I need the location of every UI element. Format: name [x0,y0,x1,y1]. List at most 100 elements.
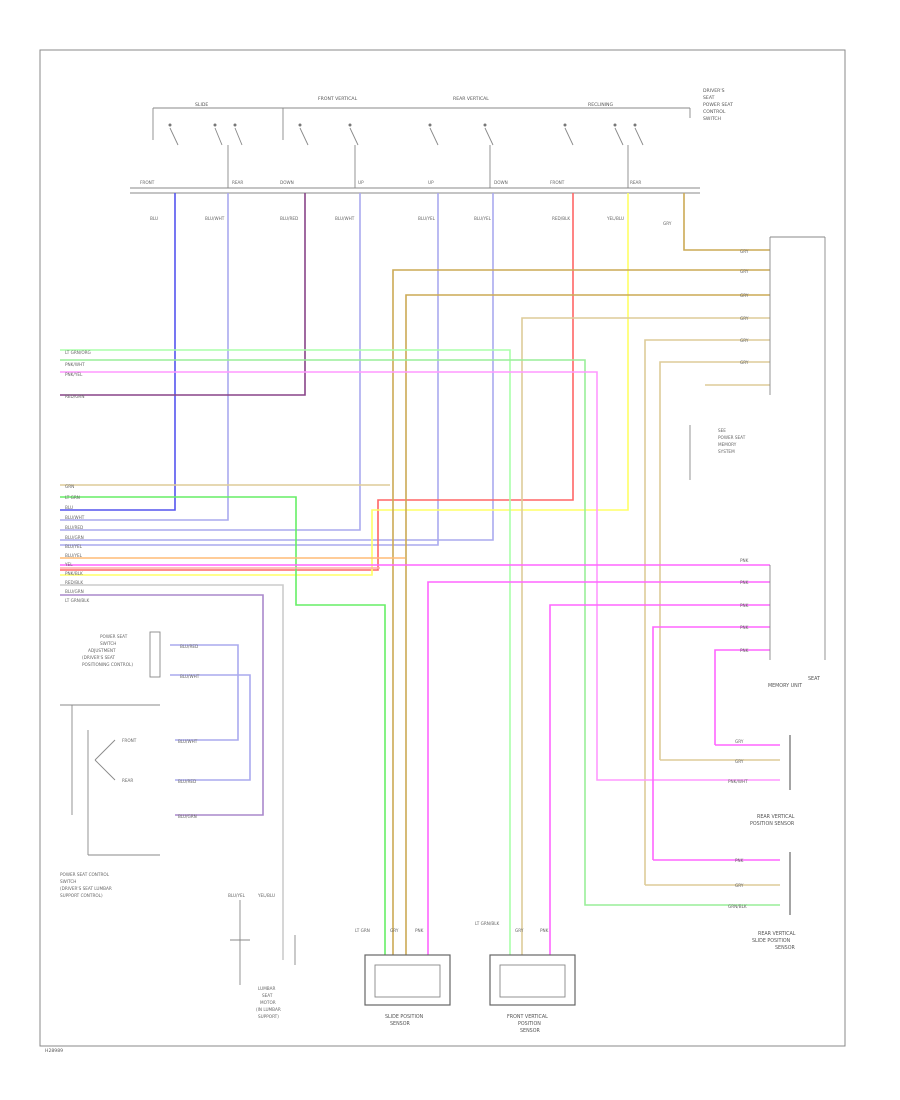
front-sensor-title-3: SENSOR [520,1028,540,1034]
wire-blu-wht [60,193,229,521]
position-switch-wire-1: BLU/RED [180,644,198,649]
left-wire-label-2: PNK/WHT [65,362,85,367]
slide-sensor-title-2: SENSOR [390,1021,410,1027]
lumbar-title-2: SWITCH [60,879,76,884]
front-sensor-title-2: POSITION [518,1021,541,1027]
memory-wire-3: GRY [740,293,749,298]
left-mid-label-1: GRN [65,484,74,489]
unit-label-1: SEE [718,428,726,433]
switch-wire-6: BLU/YEL [474,216,492,221]
lumbar-title-4: SUPPORT CONTROL) [60,893,103,898]
wire-gry-2 [392,269,770,955]
wire-gry [683,193,770,251]
wire-gry-4 [521,317,770,955]
switch-wire-8: YEL/BLU [606,216,624,221]
slide-sensor-wire-1: LT GRN [355,928,370,933]
slide-sensor-wire-2: GRY [390,928,399,933]
switch-title-line-4: CONTROL [703,109,726,115]
wire-lt-grn-org [60,349,511,955]
rear-vertical-title-2: POSITION SENSOR [750,821,795,827]
wire-pnk-3 [652,626,770,860]
position-switch-title-1: POWER SEAT [100,634,128,639]
memory-unit-title-2: MEMORY UNIT [768,683,802,689]
motor-title-5: SUPPORT) [258,1014,279,1019]
left-mid-label-10: PNK/BLK [65,571,83,576]
diagram-code: H28989 [45,1048,63,1054]
switch-wire-2: BLU/WHT [205,216,225,221]
switch-wire-3: BLU/RED [280,216,298,221]
wire-blu-yel [60,193,439,546]
left-mid-label-8: BLU/YEL [65,553,83,558]
memory-unit-title-1: SEAT [808,676,820,682]
wire-gry-3 [405,294,770,955]
motor-title-3: MOTOR [260,1000,276,1005]
lumbar-wire-3: BLU/RED [178,779,196,784]
motor-title-2: SEAT [262,993,273,998]
wire-blu-red [60,193,306,396]
rear-vertical-position-sensor: GRY GRY PNK/WHT REAR VERTICAL POSITION S… [728,735,795,827]
left-mid-label-7: BLU/YEL [65,544,83,549]
seat-memory-unit: GRY GRY GRY GRY GRY GRY PNK PNK PNK PNK … [740,236,826,689]
left-mid-label-12: BLU/GRN [65,589,84,594]
position-switch-title-5: POSITIONING CONTROL) [82,662,133,667]
memory-lower-wire-2: PNK [740,580,749,585]
slide-sensor-title-1: SLIDE POSITION [385,1014,424,1020]
left-mid-label-5: BLU/RED [65,525,83,530]
rear-slide-title-3: SENSOR [775,945,795,951]
memory-wire-4: GRY [740,316,749,321]
rear-vertical-wire-3: PNK/WHT [728,779,748,784]
rear-slide-wire-1: PNK [735,858,744,863]
front-sensor-wire-2: GRY [515,928,524,933]
switch-title-line-3: POWER SEAT [703,102,733,108]
motor-wire-1: BLU/YEL [228,893,246,898]
terminal-label-front-2: FRONT [550,180,565,185]
motor-wire-2: YEL/BLU [257,893,275,898]
switch-wire-4: BLU/WHT [335,216,355,221]
terminal-label-up: UP [358,180,364,185]
slide-position-sensor: LT GRN GRY PNK SLIDE POSITION SENSOR [355,928,451,1027]
wire-harness [60,193,780,960]
front-sensor-wire-1: LT GRN/BLK [475,921,500,926]
slide-sensor-wire-3: PNK [415,928,424,933]
motor-title-4: (IN LUMBAR [256,1007,281,1012]
terminal-label-rear-2: REAR [630,180,641,185]
memory-lower-wire-4: PNK [740,625,749,630]
switch-wire-7: RED/BLK [552,216,570,221]
power-seat-control-switch: SLIDE FRONT VERTICAL REAR VERTICAL RECLI… [130,88,733,226]
lumbar-wire-2: BLU/WHT [178,739,198,744]
lumbar-label-rear: REAR [122,778,133,783]
wire-blu-yel-3 [60,584,284,960]
motor-title-1: LUMBAR [258,986,276,991]
lumbar-wire-1: BLU/GRN [178,814,197,819]
memory-wire-5: GRY [740,338,749,343]
position-switch-title-2: SWITCH [100,641,116,646]
lumbar-title-1: POWER SEAT CONTROL [60,872,110,877]
left-mid-label-6: BLU/GRN [65,535,84,540]
diagram-frame [39,49,846,1047]
left-mid-label-4: BLU/WHT [65,515,85,520]
lumbar-seat-motor: BLU/YEL YEL/BLU LUMBAR SEAT MOTOR (IN LU… [228,893,296,1019]
switch-title-line-2: SEAT [703,95,715,101]
wire-red-blk [60,193,574,571]
wire-blu-red-2 [170,674,251,781]
rear-slide-title-2: SLIDE POSITION [752,938,791,944]
switch-title-line-1: DRIVER'S [703,88,725,94]
unit-label-2: POWER SEAT [718,435,746,440]
position-switch-title-3: ADJUSTMENT [88,648,116,653]
wire-pnk-4 [714,649,770,745]
switch-wire-9: GRY [663,221,672,226]
left-wire-label-1: LT GRN/ORG [65,350,91,355]
wire-blu-yel-2 [60,193,494,541]
memory-lower-wire-1: PNK [740,558,749,563]
front-sensor-wire-3: PNK [540,928,549,933]
wire-pnk [427,581,770,955]
left-mid-label-3: BLU [65,505,73,510]
unit-label-4: SYSTEM [718,449,735,454]
switch-wire-1: BLU [150,216,158,221]
wire-blu-grn [60,594,264,816]
rear-slide-position-sensor: PNK GRY GRN/BLK REAR VERTICAL SLIDE POSI… [728,852,796,951]
left-mid-label-13: LT GRN/BLK [65,598,90,603]
memory-lower-wire-3: PNK [740,603,749,608]
lumbar-support-switch: FRONT REAR BLU/GRN BLU/WHT BLU/RED POWER… [60,704,198,898]
see-memory-system-note: SEE POWER SEAT MEMORY SYSTEM [689,425,746,480]
